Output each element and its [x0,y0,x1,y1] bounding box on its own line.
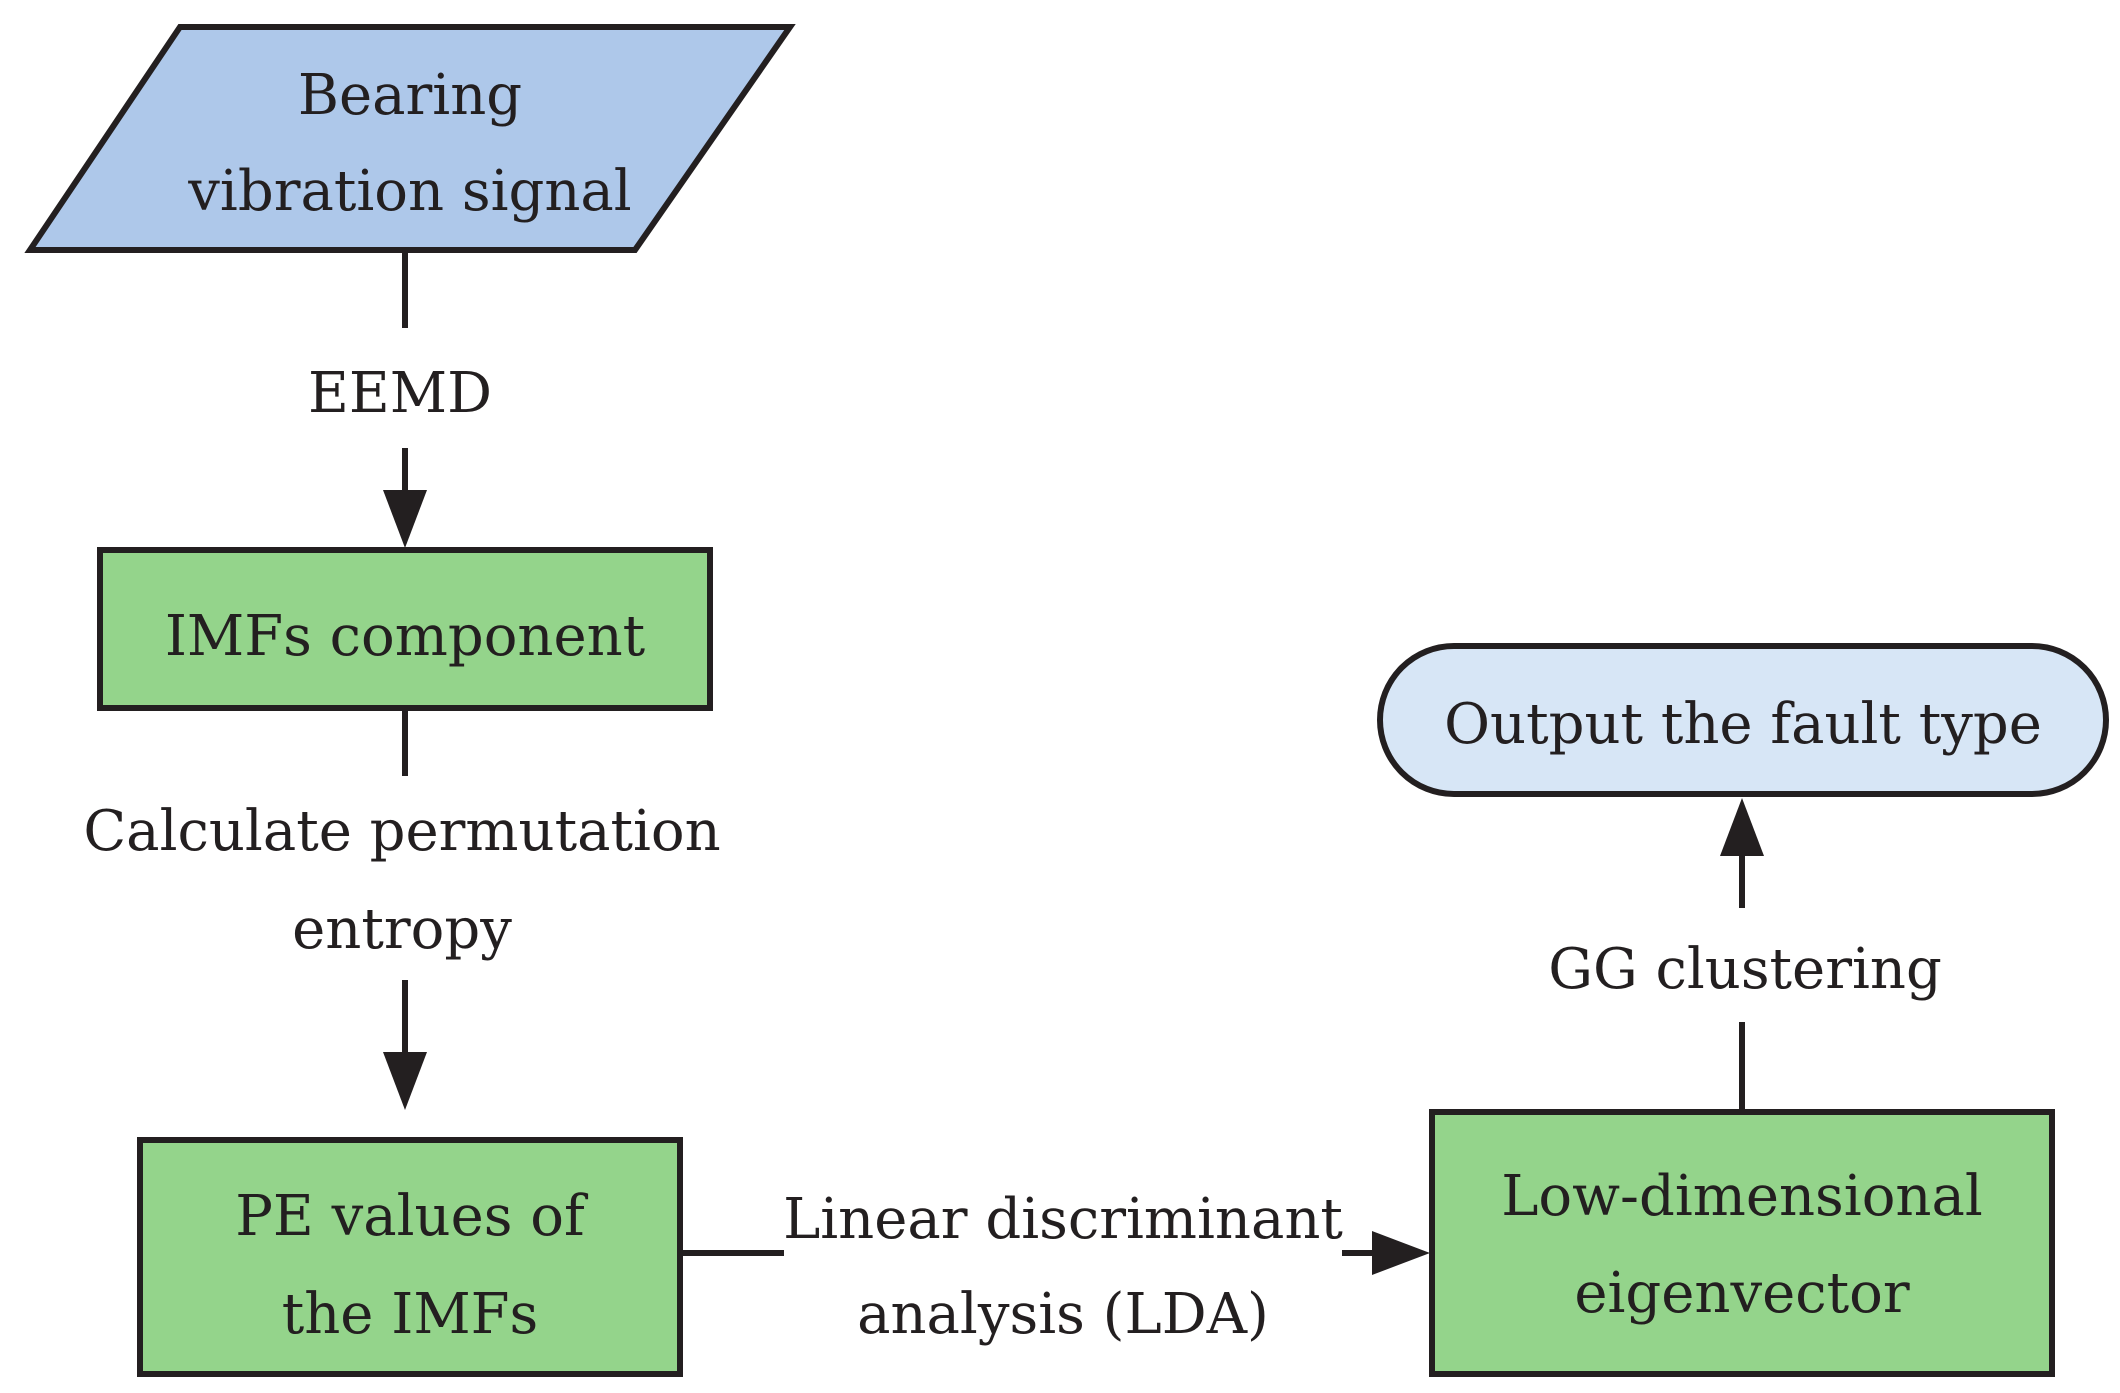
lowdim-label-line2: eigenvector [1574,1261,1909,1326]
input-label-line1: Bearing [298,63,522,128]
output-node: Output the fault type [1377,643,2109,797]
arrowhead-imfs [383,490,427,548]
connectors [383,252,1764,1275]
imfs-node: IMFs component [97,547,713,711]
arrowhead-pe [383,1052,427,1110]
input-parallelogram [24,24,796,253]
pe-label-line1: PE values of [235,1184,589,1249]
lda-label-line1: Linear discriminant [783,1187,1343,1252]
lowdim-node: Low-dimensional eigenvector [1429,1109,2055,1377]
output-terminal [1377,643,2109,797]
input-node: Bearing vibration signal [24,24,796,253]
lowdim-label-line1: Low-dimensional [1501,1164,1983,1229]
pe-box [137,1137,683,1377]
eemd-label: EEMD [308,361,492,426]
imfs-label: IMFs component [165,604,646,669]
lda-label-line2: analysis (LDA) [857,1282,1269,1347]
perm-label-line1: Calculate permutation [83,799,720,864]
imfs-box [97,547,713,711]
input-label-line2: vibration signal [187,159,631,224]
output-label: Output the fault type [1444,692,2042,757]
arrowhead-output [1720,798,1764,856]
perm-label-line2: entropy [292,897,512,962]
lowdim-box [1429,1109,2055,1377]
pe-node: PE values of the IMFs [137,1137,683,1377]
pe-label-line2: the IMFs [282,1282,539,1347]
arrowhead-lowdim [1372,1231,1430,1275]
gg-label: GG clustering [1548,937,1942,1002]
